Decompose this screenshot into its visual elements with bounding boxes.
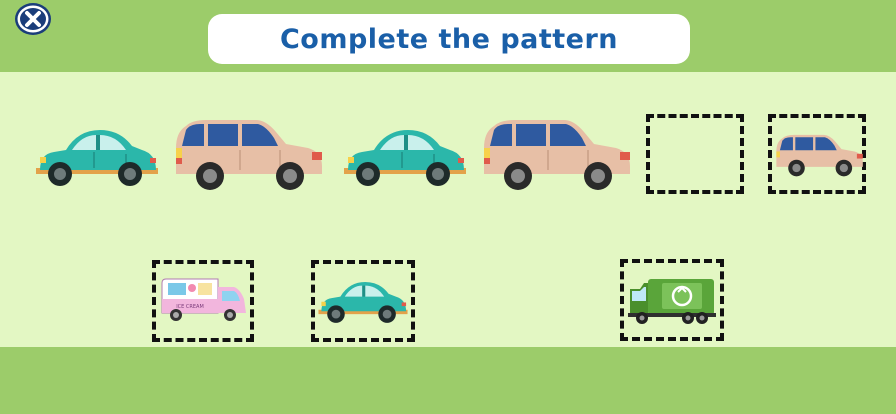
page-title: Complete the pattern: [279, 23, 619, 55]
pattern-item-beige-suv: [484, 120, 630, 190]
pattern-item-teal-car: [344, 130, 466, 186]
empty-answer-slot[interactable]: [646, 114, 744, 194]
close-icon: [15, 3, 51, 35]
option-teal-car[interactable]: [311, 260, 415, 342]
option-garbage-truck[interactable]: [620, 259, 724, 341]
pattern-item-beige-suv: [176, 120, 322, 190]
close-button[interactable]: [14, 2, 52, 36]
title-banner: Complete the pattern: [208, 14, 690, 64]
garbage-truck-icon: [628, 279, 716, 324]
ice-cream-sign: ICE CREAM: [176, 304, 204, 310]
teal-car-icon: [318, 282, 408, 323]
play-area: [0, 72, 896, 347]
footer-band: [0, 347, 896, 414]
ice-cream-truck-icon: ICE CREAM: [161, 278, 246, 321]
pattern-item-teal-car: [36, 130, 158, 186]
option-ice-cream-truck[interactable]: ICE CREAM: [152, 260, 254, 342]
small-beige-suv: [776, 134, 863, 177]
pattern-slot-beige-suv: [768, 114, 866, 194]
